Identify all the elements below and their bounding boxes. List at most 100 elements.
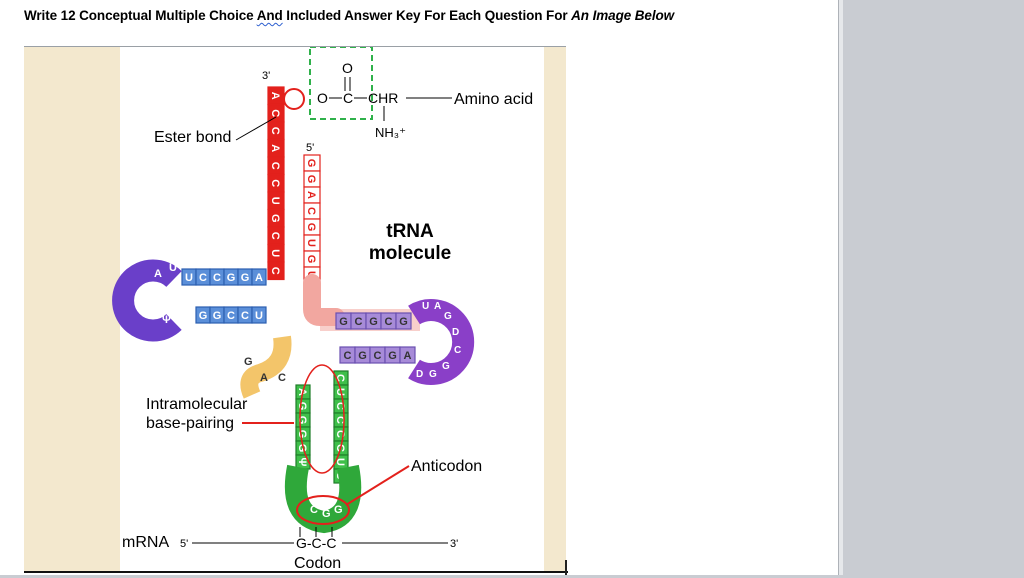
d-arm-top-base: G: [223, 268, 239, 286]
svg-text:G: G: [399, 316, 408, 328]
t-loop-base: G: [442, 361, 450, 372]
t-loop-base: G: [444, 311, 452, 322]
ester-bond-ring: [283, 88, 305, 110]
anticodon-right-base: C: [333, 412, 349, 428]
connector-strand: [303, 274, 345, 326]
d-arm-top-base: C: [209, 268, 225, 286]
svg-text:C: C: [269, 232, 281, 240]
d-arm-bottom-base: U: [251, 306, 267, 324]
backdrop-right: [544, 47, 566, 573]
anticodon-base: G: [334, 504, 343, 516]
amino-group: NH₃⁺: [375, 125, 406, 140]
mrna-5prime-label: 5': [180, 538, 188, 550]
text-cursor: [565, 560, 567, 575]
anticodon-base: G: [322, 508, 331, 520]
svg-text:U: U: [269, 249, 281, 257]
svg-text:C: C: [269, 179, 281, 187]
acceptor-5prime-base: A: [303, 186, 321, 204]
t-loop-base: C: [454, 345, 461, 356]
svg-text:G: G: [369, 316, 378, 328]
anticodon-base: C: [310, 504, 318, 516]
svg-text:A: A: [269, 92, 281, 100]
t-arm-bottom-base: C: [369, 346, 386, 364]
d-arm-bottom-base: G: [209, 306, 225, 324]
question-heading: Write 12 Conceptual Multiple Choice And …: [24, 8, 674, 23]
d-loop-base: C: [142, 308, 150, 320]
d-loop-base: T: [176, 310, 183, 322]
intramolecular-label-line1: Intramolecular: [146, 396, 248, 413]
anticodon-highlight-ring: [296, 495, 350, 525]
svg-text:C: C: [269, 127, 281, 135]
t-loop-base: D: [452, 327, 459, 338]
acceptor-3prime-base: A: [267, 138, 285, 158]
d-arm-top-base: U: [181, 268, 197, 286]
t-arm-top-base: G: [395, 312, 412, 330]
heading-and-word: And: [256, 8, 283, 23]
anticodon-left-base: G: [295, 412, 311, 428]
d-loop-base: G: [140, 290, 149, 302]
mrna-3prime-label: 3': [450, 538, 458, 550]
ester-bond-label: Ester bond: [154, 129, 231, 146]
svg-text:Ψ: Ψ: [296, 458, 308, 467]
d-loop: [112, 259, 182, 342]
svg-text:C: C: [355, 316, 363, 328]
svg-text:U: U: [269, 197, 281, 205]
anticodon-right-base: C: [333, 398, 349, 414]
carbonyl-oxygen: O: [342, 60, 353, 76]
svg-text:G: G: [296, 402, 308, 411]
figure-top-rule: [24, 46, 566, 47]
acceptor-3prime-base: A: [267, 86, 285, 106]
t-loop-base: U: [422, 301, 429, 312]
svg-text:A: A: [305, 191, 317, 199]
svg-text:C: C: [385, 316, 393, 328]
t-arm-bottom-base: C: [339, 346, 356, 364]
backdrop-left: [24, 47, 120, 573]
mrna-label: mRNA: [122, 534, 169, 551]
anticodon-leader: [345, 465, 410, 506]
anticodon-left-base: G: [295, 426, 311, 442]
t-loop-base: D: [416, 369, 423, 380]
svg-text:C: C: [213, 272, 221, 284]
variable-base: C: [278, 372, 286, 384]
three-prime-label: 3': [262, 70, 270, 82]
svg-text:C: C: [199, 272, 207, 284]
svg-text:G: G: [296, 444, 308, 453]
svg-text:G: G: [296, 416, 308, 425]
acceptor-3prime-base: U: [267, 191, 285, 211]
t-arm-bottom-base: G: [384, 346, 401, 364]
svg-text:C: C: [227, 310, 235, 322]
anticodon-loop: [284, 464, 362, 534]
svg-text:G: G: [227, 272, 236, 284]
acceptor-5prime-base: C: [303, 202, 321, 220]
acceptor-3prime-base: C: [267, 103, 285, 123]
acceptor-3prime-base: U: [267, 243, 285, 263]
codon-sequence: G-C-C: [296, 535, 336, 551]
t-arm-top-base: G: [365, 312, 382, 330]
acceptor-3prime-base: C: [267, 121, 285, 141]
svg-text:G: G: [339, 316, 348, 328]
t-arm-top-base: C: [350, 312, 367, 330]
svg-text:C: C: [269, 267, 281, 275]
svg-text:G: G: [199, 310, 208, 322]
acceptor-5prime-base: G: [303, 218, 321, 236]
svg-text:G: G: [358, 350, 367, 362]
svg-text:C: C: [334, 402, 346, 410]
svg-text:G: G: [305, 159, 317, 168]
d-loop-base: A: [154, 268, 162, 280]
acceptor-5prime-base: G: [303, 170, 321, 188]
svg-text:G: G: [305, 223, 317, 232]
dashed-carboxyl-box: [309, 46, 373, 120]
d-arm-bottom-base: C: [237, 306, 253, 324]
d-loop-base: U: [169, 262, 177, 274]
svg-text:C: C: [344, 350, 352, 362]
svg-text:U: U: [185, 272, 193, 284]
ester-oxygen: O: [317, 90, 328, 106]
svg-text:G: G: [388, 350, 397, 362]
